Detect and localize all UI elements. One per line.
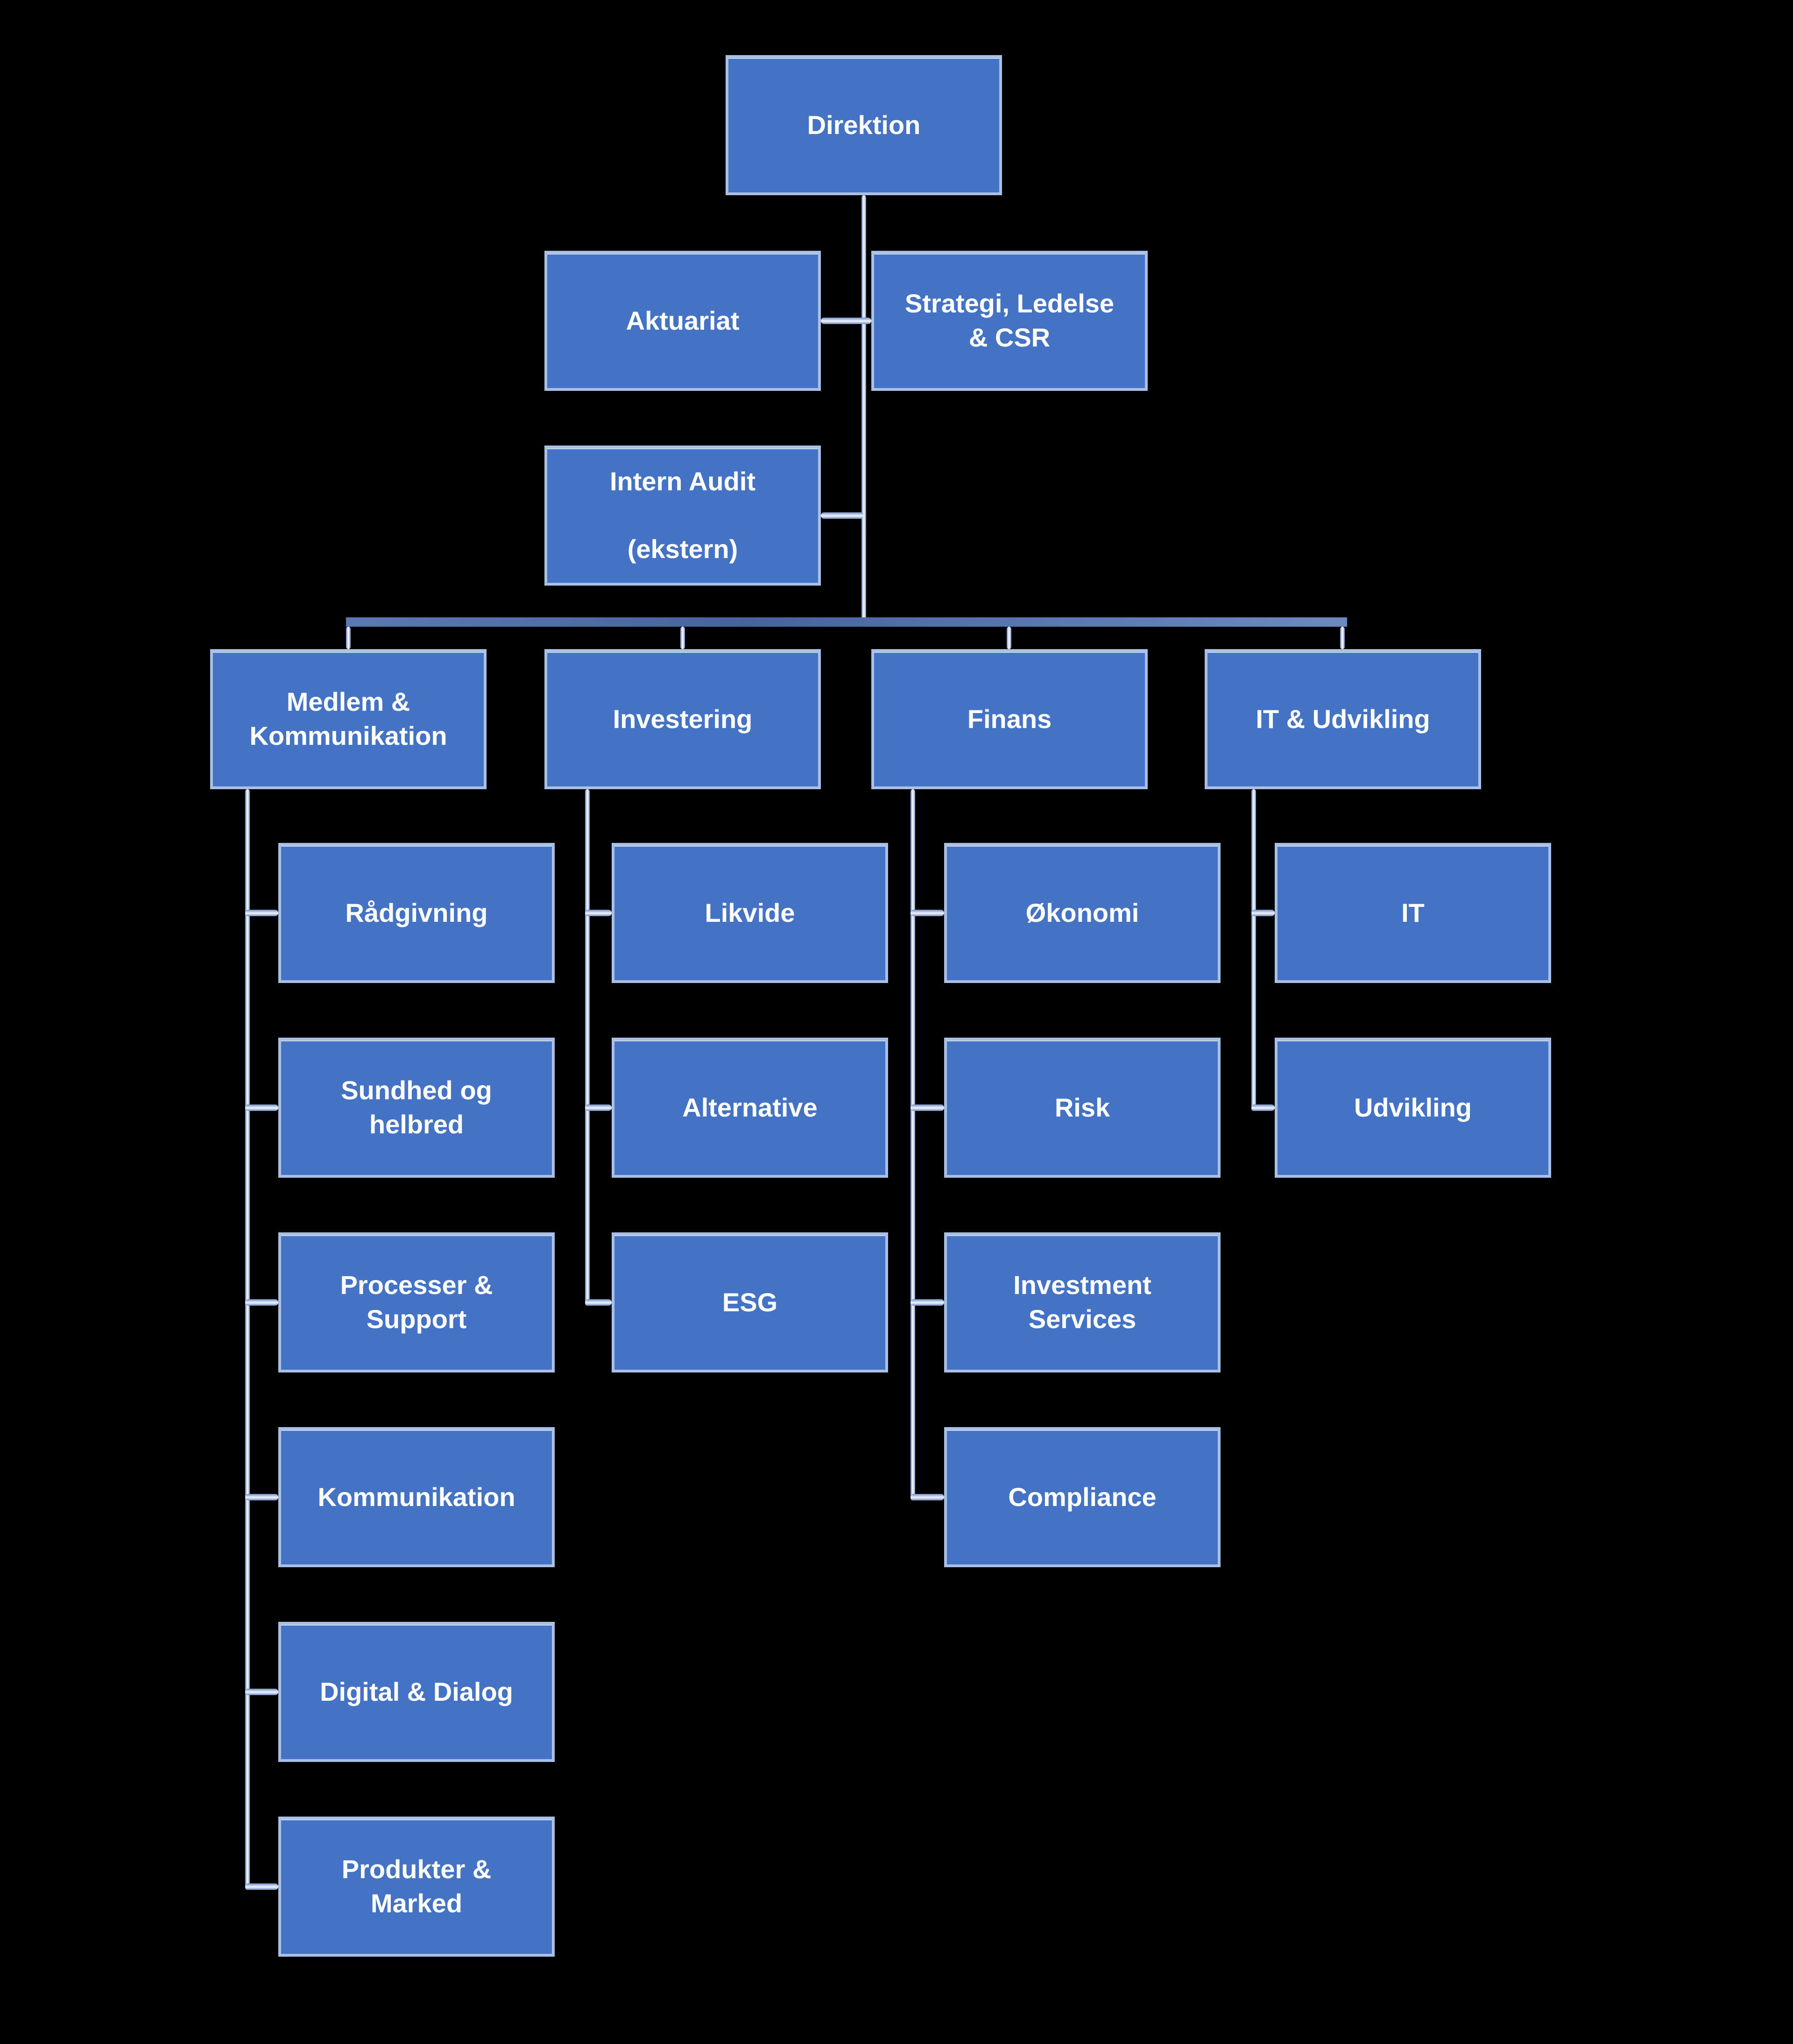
- connector-segment-core-v: [1251, 789, 1256, 1111]
- connector-segment-core-h: [585, 1299, 612, 1306]
- connector-segment-core-h: [911, 1299, 944, 1306]
- org-node-label: ESG: [722, 1287, 778, 1317]
- org-node-label: Services: [1028, 1304, 1137, 1334]
- connector-segment-core-h: [821, 512, 864, 519]
- org-node-investering: Investering: [544, 649, 821, 789]
- org-node-label: IT & Udvikling: [1256, 704, 1430, 734]
- connector-segment-core-h: [585, 1104, 612, 1111]
- connector-segment-core-v: [680, 627, 685, 649]
- org-node-digital-dialog: Digital & Dialog: [278, 1622, 555, 1762]
- connector-segment-core-h: [911, 1104, 944, 1111]
- connector-segment-core-h: [245, 1494, 278, 1500]
- connector-segment-core-h: [911, 1494, 944, 1500]
- org-node-produkter-marked: Produkter & Marked: [278, 1817, 555, 1957]
- org-node-label: Sundhed og: [341, 1075, 492, 1105]
- org-node-label: Rådgivning: [345, 898, 488, 927]
- org-node-label: Processer &: [340, 1270, 493, 1300]
- org-node-label: Marked: [370, 1888, 463, 1918]
- org-node-label: Aktuariat: [626, 305, 740, 335]
- org-node-likvide: Likvide: [612, 843, 888, 983]
- org-node-label: Digital & Dialog: [320, 1676, 513, 1706]
- org-node-medlem-kommunikation: Medlem & Kommunikation: [210, 649, 487, 789]
- org-node-okonomi: Økonomi: [944, 843, 1221, 983]
- org-node-it-udvikling: IT & Udvikling: [1205, 649, 1481, 789]
- org-node-label: Alternative: [682, 1092, 818, 1122]
- connector-segment-core-h: [821, 318, 871, 324]
- org-node-kommunikation: Kommunikation: [278, 1427, 555, 1567]
- org-node-label: Udvikling: [1354, 1092, 1472, 1122]
- org-node-intern-audit: Intern Audit (ekstern): [544, 446, 821, 586]
- org-node-sundhed-og-helbred: Sundhed og helbred: [278, 1038, 555, 1178]
- org-node-label: Økonomi: [1025, 898, 1139, 927]
- org-node-label: Direktion: [807, 110, 921, 140]
- org-node-label: Produkter &: [341, 1854, 492, 1884]
- org-node-compliance: Compliance: [944, 1427, 1221, 1567]
- org-node-label: Compliance: [1008, 1482, 1157, 1512]
- connector-segment-core-v: [1340, 627, 1345, 649]
- org-node-risk: Risk: [944, 1038, 1221, 1178]
- connector-segment-core-h: [911, 910, 944, 916]
- org-node-esg: ESG: [612, 1232, 888, 1372]
- org-node-processer-support: Processer & Support: [278, 1232, 555, 1372]
- org-node-label: IT: [1401, 898, 1425, 927]
- org-node-label: Investering: [613, 704, 753, 734]
- connector-segment-core-v: [861, 195, 866, 622]
- org-node-label: Medlem &: [286, 687, 410, 717]
- org-node-finans: Finans: [871, 649, 1148, 789]
- org-node-raadgivning: Rådgivning: [278, 843, 555, 983]
- connector-segment-core-h: [245, 1104, 278, 1111]
- org-node-label: Kommunikation: [318, 1482, 515, 1512]
- connector-segment-core-v: [585, 789, 590, 1306]
- org-node-label: helbred: [369, 1110, 464, 1139]
- org-node-udvikling: Udvikling: [1275, 1038, 1551, 1178]
- connector-segment-core-h: [585, 910, 612, 916]
- org-node-label: Likvide: [705, 898, 795, 927]
- org-node-label: Risk: [1054, 1092, 1110, 1122]
- org-node-aktuariat: Aktuariat: [544, 251, 821, 391]
- connector-segment-core-h: [1251, 1104, 1275, 1111]
- org-node-label: Intern Audit: [609, 467, 756, 496]
- org-node-it: IT: [1275, 843, 1551, 983]
- connector-segment-core-h: [1251, 910, 1275, 916]
- org-node-strategi-ledelse-csr: Strategi, Ledelse & CSR: [871, 251, 1148, 391]
- connector-segment-core-v: [911, 789, 915, 1500]
- connector-segment-core-v: [245, 789, 250, 1890]
- org-node-label: Finans: [967, 704, 1052, 734]
- org-node-label: Support: [366, 1304, 467, 1334]
- org-node-alternative: Alternative: [612, 1038, 888, 1178]
- org-node-label: (ekstern): [627, 534, 738, 564]
- connector-segment-core-h: [245, 910, 278, 916]
- connector-segment-core-h: [245, 1689, 278, 1695]
- org-node-label: & CSR: [968, 323, 1051, 352]
- connector-segment-core-h: [245, 1299, 278, 1306]
- connector-segment-core-h: [245, 1883, 278, 1890]
- org-node-label: Investment: [1013, 1270, 1151, 1300]
- connector-segment-solid-h: [346, 617, 1347, 627]
- org-node-direktion: Direktion: [726, 55, 1002, 195]
- org-node-label: Strategi, Ledelse: [904, 289, 1115, 318]
- connector-segment-core-v: [346, 627, 351, 649]
- org-node-label: Kommunikation: [249, 721, 447, 750]
- connector-segment-core-v: [1007, 627, 1011, 649]
